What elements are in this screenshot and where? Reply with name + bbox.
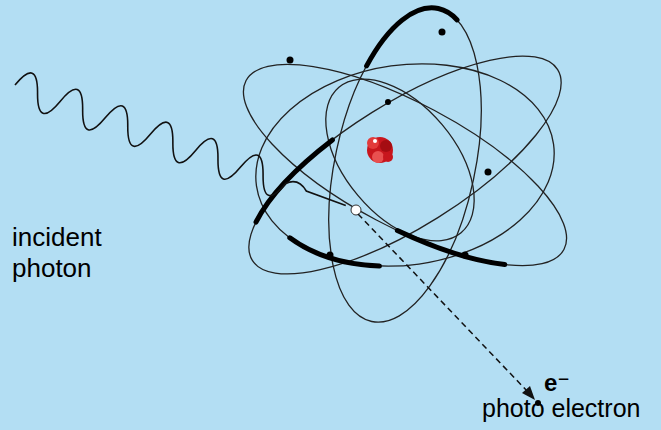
electron-orbits: [217, 0, 593, 336]
photon-label: incident photon: [12, 222, 187, 284]
ejected-electron: [351, 205, 361, 215]
orbit-highlights: [217, 0, 593, 336]
electron-symbol: e⁻: [544, 370, 570, 396]
electrons: [287, 29, 492, 259]
electron-label: photo electron: [482, 393, 640, 423]
photon-wave: [9, 69, 351, 221]
electron-path: [358, 214, 528, 392]
nucleus: [367, 137, 393, 163]
